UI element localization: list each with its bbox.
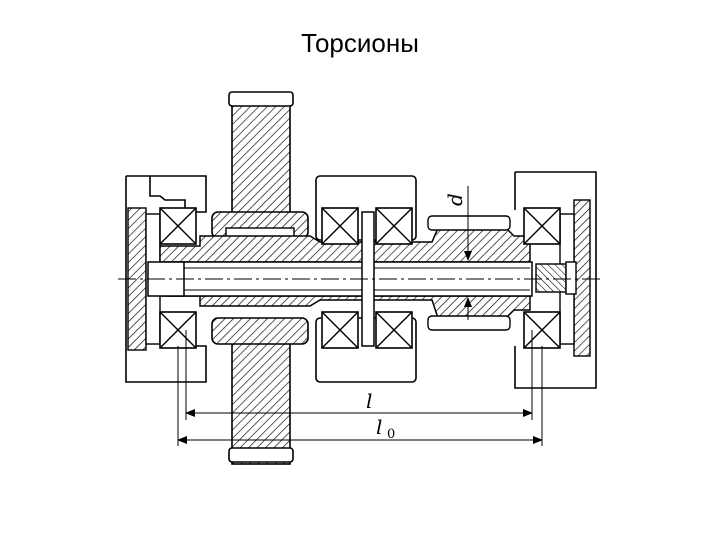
bearing-right-top xyxy=(523,207,561,245)
bearing-center-right-top xyxy=(375,207,413,245)
bearing-center-right-bottom xyxy=(375,311,413,349)
dimension-l-label: l xyxy=(366,389,372,413)
dimension-d: d xyxy=(443,186,472,320)
dimension-l0-label: l xyxy=(376,415,382,439)
slide-title: Торсионы xyxy=(301,28,419,58)
dimension-l0-subscript: 0 xyxy=(387,427,395,442)
dimension-d-label: d xyxy=(443,193,467,206)
hollow-shaft xyxy=(159,215,531,331)
bearing-right-bottom xyxy=(523,311,561,349)
bearing-left-bottom xyxy=(159,311,197,349)
extension-lines xyxy=(177,330,543,446)
dimension-l0: l 0 xyxy=(177,415,543,444)
bearing-left-top xyxy=(159,207,197,245)
bearing-center-left-top xyxy=(321,207,359,245)
dimension-l: l xyxy=(185,389,533,417)
bearing-center-left-bottom xyxy=(321,311,359,349)
bearings xyxy=(159,207,561,349)
